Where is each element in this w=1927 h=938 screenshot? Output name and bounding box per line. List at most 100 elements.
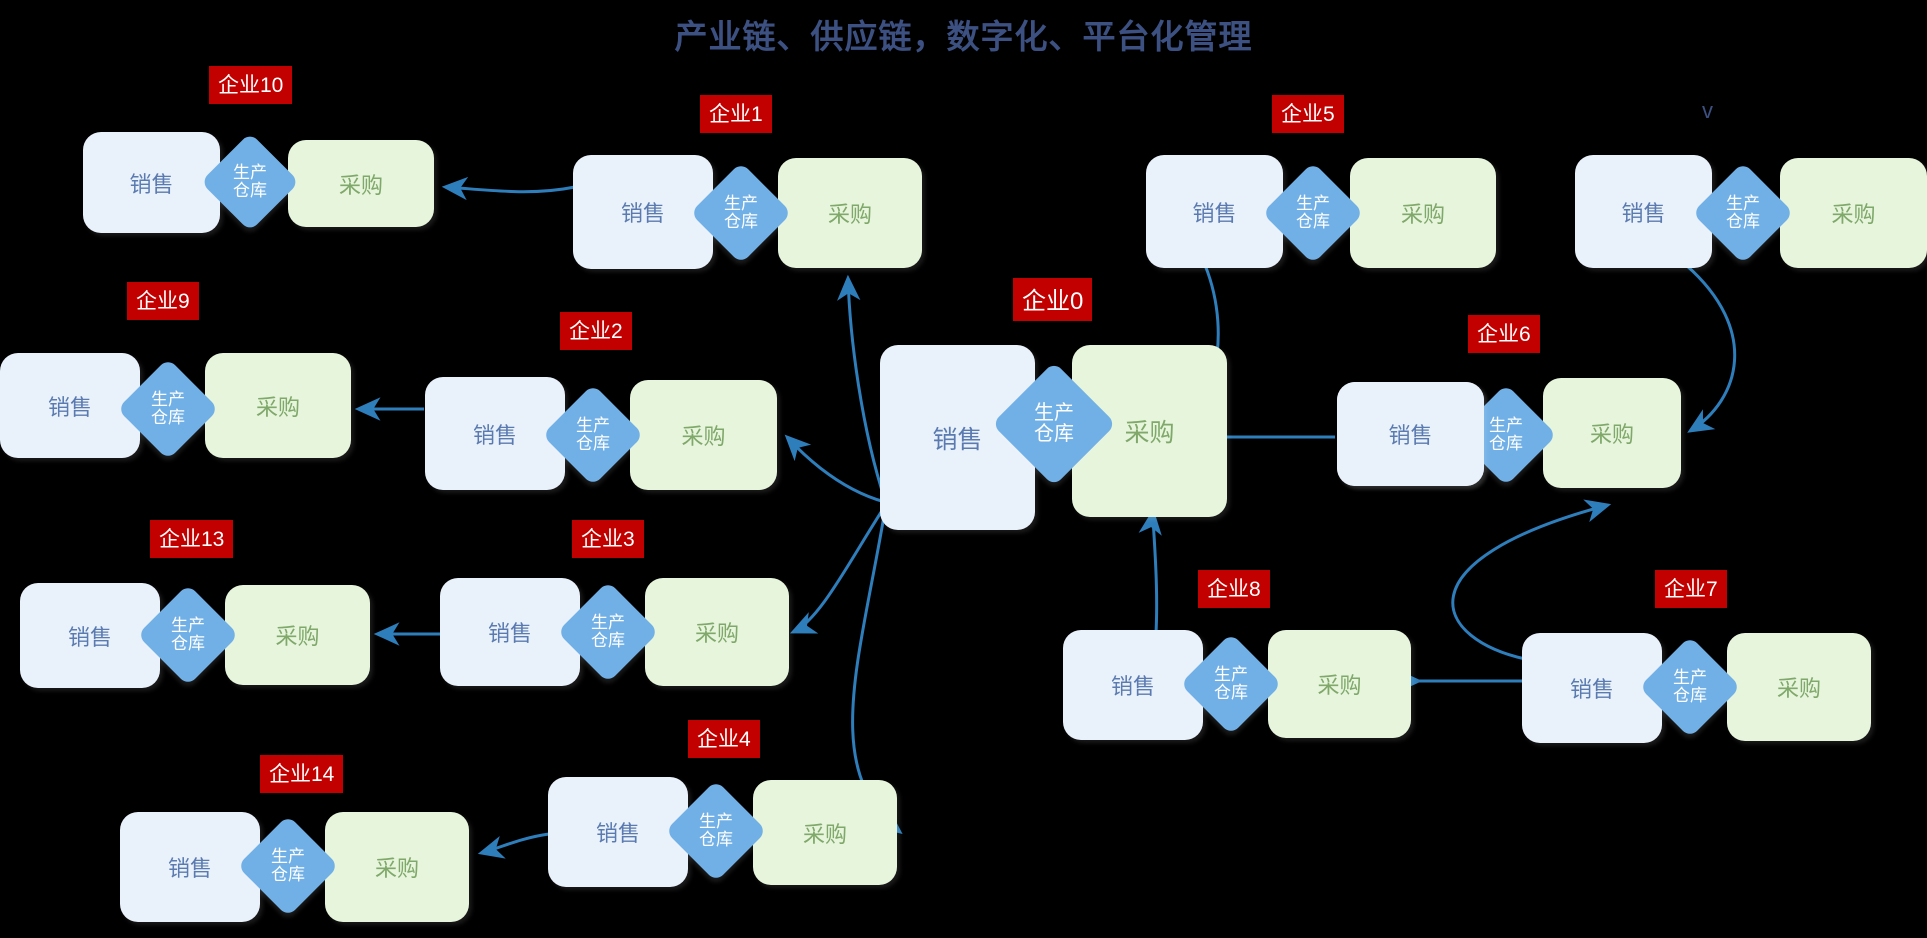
- node-warehouse-e7[interactable]: 生产 仓库: [1639, 636, 1741, 738]
- node-warehouse-e8[interactable]: 生产 仓库: [1180, 633, 1282, 735]
- node-warehouse-text-e9: 生产 仓库: [132, 373, 204, 445]
- warehouse-line1: 生产: [1034, 402, 1074, 424]
- stray-text-v: v: [1702, 98, 1713, 123]
- node-badge-e6: 企业6: [1468, 315, 1540, 353]
- warehouse-line2: 仓库: [1034, 423, 1074, 445]
- node-warehouse-e5[interactable]: 生产 仓库: [1262, 162, 1364, 264]
- warehouse-line2: 仓库: [171, 634, 205, 653]
- warehouse-line2: 仓库: [151, 408, 185, 427]
- node-warehouse-e10[interactable]: 生产 仓库: [200, 132, 300, 232]
- node-badge-e10: 企业10: [209, 66, 293, 104]
- edge-e1-e10: [441, 176, 576, 201]
- node-sales-e7[interactable]: 销售: [1522, 633, 1662, 743]
- warehouse-line1: 生产: [1296, 194, 1330, 214]
- node-procurement-e13[interactable]: 采购: [225, 585, 370, 685]
- warehouse-line1: 生产: [271, 847, 305, 867]
- warehouse-line1: 生产: [1673, 668, 1707, 688]
- warehouse-line2: 仓库: [1673, 686, 1707, 705]
- warehouse-line2: 仓库: [233, 181, 267, 200]
- node-warehouse-text-e11: 生产 仓库: [1707, 177, 1779, 249]
- node-sales-e10[interactable]: 销售: [83, 132, 220, 233]
- warehouse-line2: 仓库: [1214, 683, 1248, 702]
- warehouse-line2: 仓库: [699, 830, 733, 849]
- node-badge-e7: 企业7: [1655, 570, 1727, 608]
- warehouse-line1: 生产: [151, 390, 185, 410]
- node-warehouse-e13[interactable]: 生产 仓库: [137, 584, 239, 686]
- node-warehouse-text-e14: 生产 仓库: [252, 830, 324, 902]
- node-procurement-e9[interactable]: 采购: [205, 353, 351, 458]
- node-badge-e13: 企业13: [150, 520, 234, 558]
- node-warehouse-text-e0: 生产 仓库: [1010, 380, 1098, 468]
- node-badge-e4: 企业4: [688, 720, 760, 758]
- node-procurement-e6[interactable]: 采购: [1543, 378, 1681, 488]
- node-warehouse-e3[interactable]: 生产 仓库: [557, 581, 659, 683]
- warehouse-line2: 仓库: [1296, 212, 1330, 231]
- edge-e11-e6: [1685, 263, 1737, 433]
- node-procurement-e8[interactable]: 采购: [1268, 630, 1411, 738]
- warehouse-line2: 仓库: [724, 212, 758, 231]
- node-badge-e9: 企业9: [127, 282, 199, 320]
- node-badge-e1: 企业1: [700, 95, 772, 133]
- node-sales-e3[interactable]: 销售: [440, 578, 580, 686]
- warehouse-line1: 生产: [591, 613, 625, 633]
- node-warehouse-e4[interactable]: 生产 仓库: [665, 780, 767, 882]
- node-warehouse-text-e2: 生产 仓库: [557, 399, 629, 471]
- warehouse-line1: 生产: [1726, 194, 1760, 214]
- node-warehouse-text-e5: 生产 仓库: [1277, 177, 1349, 249]
- node-warehouse-text-e8: 生产 仓库: [1195, 648, 1267, 720]
- warehouse-line2: 仓库: [1489, 434, 1523, 453]
- edge-e4-e14: [477, 832, 550, 859]
- edge-e0-e2: [784, 434, 886, 504]
- node-warehouse-e0[interactable]: 生产 仓库: [991, 361, 1117, 487]
- warehouse-line1: 生产: [233, 163, 267, 183]
- node-warehouse-e14[interactable]: 生产 仓库: [237, 815, 339, 917]
- node-warehouse-text-e4: 生产 仓库: [680, 795, 752, 867]
- node-badge-e14: 企业14: [260, 755, 344, 793]
- node-warehouse-e1[interactable]: 生产 仓库: [690, 162, 792, 264]
- warehouse-line1: 生产: [1214, 665, 1248, 685]
- node-warehouse-text-e3: 生产 仓库: [572, 596, 644, 668]
- warehouse-line1: 生产: [724, 194, 758, 214]
- node-procurement-e5[interactable]: 采购: [1350, 158, 1496, 268]
- edge-e8-e0: [1138, 508, 1162, 649]
- node-warehouse-e2[interactable]: 生产 仓库: [542, 384, 644, 486]
- node-warehouse-text-e13: 生产 仓库: [152, 599, 224, 671]
- node-procurement-e3[interactable]: 采购: [645, 578, 789, 686]
- edge-e0-e3: [789, 505, 887, 634]
- node-badge-e3: 企业3: [572, 520, 644, 558]
- node-sales-e13[interactable]: 销售: [20, 583, 160, 688]
- node-sales-e2[interactable]: 销售: [425, 377, 565, 490]
- node-procurement-e10[interactable]: 采购: [288, 140, 434, 227]
- node-sales-e14[interactable]: 销售: [120, 812, 260, 922]
- node-sales-e8[interactable]: 销售: [1063, 630, 1203, 740]
- node-procurement-e1[interactable]: 采购: [778, 158, 922, 268]
- node-procurement-e4[interactable]: 采购: [753, 780, 897, 885]
- node-sales-e1[interactable]: 销售: [573, 155, 713, 269]
- warehouse-line1: 生产: [576, 416, 610, 436]
- node-procurement-e2[interactable]: 采购: [630, 380, 777, 490]
- node-sales-e5[interactable]: 销售: [1146, 155, 1283, 268]
- node-warehouse-text-e7: 生产 仓库: [1654, 651, 1726, 723]
- node-badge-e8: 企业8: [1198, 570, 1270, 608]
- warehouse-line2: 仓库: [591, 631, 625, 650]
- node-badge-e2: 企业2: [560, 312, 632, 350]
- node-warehouse-text-e1: 生产 仓库: [705, 177, 777, 249]
- node-procurement-e11[interactable]: 采购: [1780, 158, 1927, 268]
- node-procurement-e14[interactable]: 采购: [325, 812, 469, 922]
- warehouse-line2: 仓库: [576, 434, 610, 453]
- node-warehouse-e11[interactable]: 生产 仓库: [1692, 162, 1794, 264]
- node-sales-e4[interactable]: 销售: [548, 777, 688, 887]
- node-warehouse-text-e10: 生产 仓库: [215, 147, 285, 217]
- warehouse-line1: 生产: [699, 812, 733, 832]
- node-sales-e11[interactable]: 销售: [1575, 155, 1712, 268]
- node-badge-e0: 企业0: [1013, 278, 1093, 321]
- warehouse-line1: 生产: [171, 616, 205, 636]
- warehouse-line2: 仓库: [1726, 212, 1760, 231]
- node-warehouse-e9[interactable]: 生产 仓库: [117, 358, 219, 460]
- node-sales-label-e6[interactable]: 销售: [1337, 382, 1484, 486]
- warehouse-line2: 仓库: [271, 865, 305, 884]
- node-sales-e9[interactable]: 销售: [0, 353, 140, 458]
- node-procurement-e7[interactable]: 采购: [1727, 633, 1871, 741]
- warehouse-line1: 生产: [1489, 416, 1523, 436]
